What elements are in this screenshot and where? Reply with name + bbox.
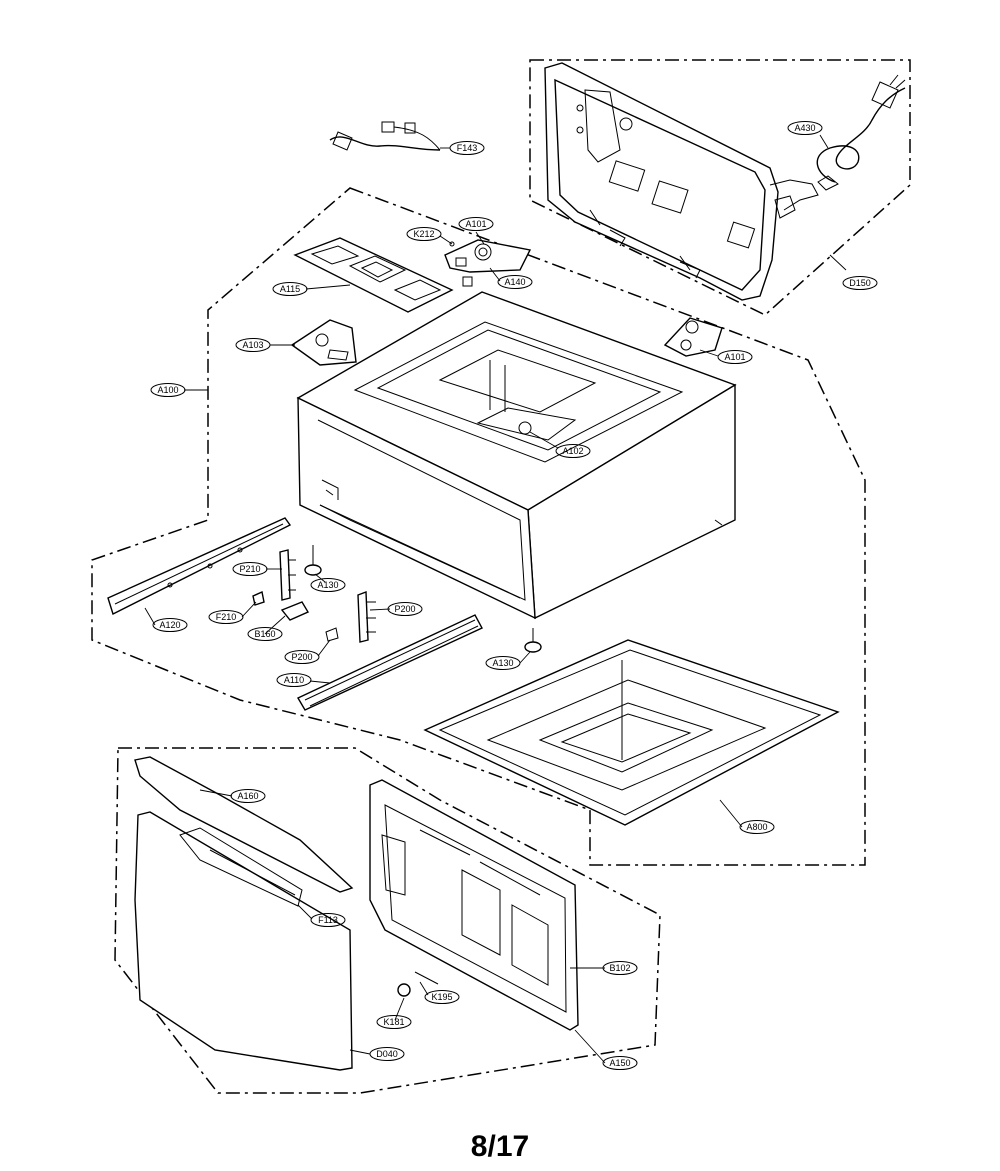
svg-text:D040: D040 <box>376 1049 398 1059</box>
svg-text:F143: F143 <box>457 143 478 153</box>
svg-text:B102: B102 <box>609 963 630 973</box>
svg-text:A130: A130 <box>492 658 513 668</box>
part-label-A101-top: A101 <box>458 217 494 231</box>
part-label-A140: A140 <box>497 275 533 289</box>
part-label-D040: D040 <box>369 1047 405 1061</box>
small-door-parts-drawing <box>397 971 439 997</box>
svg-text:D150: D150 <box>849 278 871 288</box>
svg-text:F210: F210 <box>216 612 237 622</box>
rail-a110-drawing <box>297 614 483 711</box>
group-boundary-door <box>114 747 661 1094</box>
hinge-bracket-left-drawing <box>279 549 296 601</box>
group-boundary-cabinet <box>91 187 866 866</box>
door-frame-b102-drawing <box>369 779 579 1031</box>
cabinet-box-drawing <box>296 291 737 620</box>
hinge-bracket-right-drawing <box>357 591 376 643</box>
svg-text:A101: A101 <box>724 352 745 362</box>
svg-text:K181: K181 <box>383 1017 404 1027</box>
part-label-A102: A102 <box>555 444 591 458</box>
part-label-A103: A103 <box>235 338 271 352</box>
svg-text:A102: A102 <box>562 446 583 456</box>
group-boundary-rear-panel <box>529 59 911 316</box>
svg-text:A130: A130 <box>317 580 338 590</box>
top-plate-drawing <box>293 237 454 313</box>
rear-panel-drawing <box>544 62 819 301</box>
rail-a120-drawing <box>107 517 292 615</box>
svg-text:A160: A160 <box>237 791 258 801</box>
part-label-A130-right: A130 <box>485 656 521 670</box>
door-panel-d040-drawing <box>134 811 353 1071</box>
part-label-D150: D150 <box>842 276 878 290</box>
svg-text:A430: A430 <box>794 123 815 133</box>
svg-text:P200: P200 <box>291 652 312 662</box>
part-label-P200-lower: P200 <box>284 650 320 664</box>
door-trim-a160-drawing <box>134 756 354 893</box>
svg-text:A110: A110 <box>284 675 304 685</box>
part-label-B160: B160 <box>247 627 283 641</box>
svg-text:A103: A103 <box>242 340 263 350</box>
svg-text:P210: P210 <box>239 564 260 574</box>
part-label-A800: A800 <box>739 820 775 834</box>
part-label-P200-right: P200 <box>387 602 423 616</box>
bracket-a101-right-drawing <box>663 317 723 357</box>
svg-text:K212: K212 <box>413 229 434 239</box>
bracket-a103-drawing <box>290 319 357 366</box>
part-label-F210: F210 <box>208 610 244 624</box>
part-label-A150: A150 <box>602 1056 638 1070</box>
part-label-A130-left: A130 <box>310 578 346 592</box>
part-label-A115: A115 <box>272 282 308 296</box>
foot-right-drawing <box>524 628 542 653</box>
svg-text:P200: P200 <box>394 604 415 614</box>
bracket-a101-top-drawing <box>444 239 532 287</box>
svg-text:B160: B160 <box>254 629 275 639</box>
svg-text:K195: K195 <box>431 992 452 1002</box>
page-number: 8/17 <box>470 1130 530 1163</box>
part-label-A100: A100 <box>150 383 186 397</box>
part-label-A430: A430 <box>787 121 823 135</box>
part-label-A160: A160 <box>230 789 266 803</box>
part-label-F143: F143 <box>449 141 485 155</box>
svg-text:F113: F113 <box>318 915 338 925</box>
svg-text:A100: A100 <box>157 385 178 395</box>
wire-harness-drawing <box>329 121 441 151</box>
part-label-A110: A110 <box>276 673 312 687</box>
svg-text:A120: A120 <box>159 620 180 630</box>
base-pan-drawing <box>423 639 840 826</box>
part-label-P210-upper: P210 <box>232 562 268 576</box>
part-label-B102: B102 <box>602 961 638 975</box>
part-label-K181: K181 <box>376 1015 412 1029</box>
part-label-K212: K212 <box>406 227 442 241</box>
svg-text:A101: A101 <box>465 219 486 229</box>
svg-text:A800: A800 <box>746 822 767 832</box>
foot-left-drawing <box>304 545 322 576</box>
leader-lines <box>144 134 847 1064</box>
svg-text:A115: A115 <box>280 284 300 294</box>
part-label-K195: K195 <box>424 990 460 1004</box>
power-cord-drawing <box>816 74 906 191</box>
svg-text:A140: A140 <box>504 277 525 287</box>
part-label-F113: F113 <box>310 913 346 927</box>
part-label-A101-right: A101 <box>717 350 753 364</box>
part-label-A120: A120 <box>152 618 188 632</box>
svg-text:A150: A150 <box>609 1058 630 1068</box>
small-hinge-parts-drawing <box>252 591 339 642</box>
